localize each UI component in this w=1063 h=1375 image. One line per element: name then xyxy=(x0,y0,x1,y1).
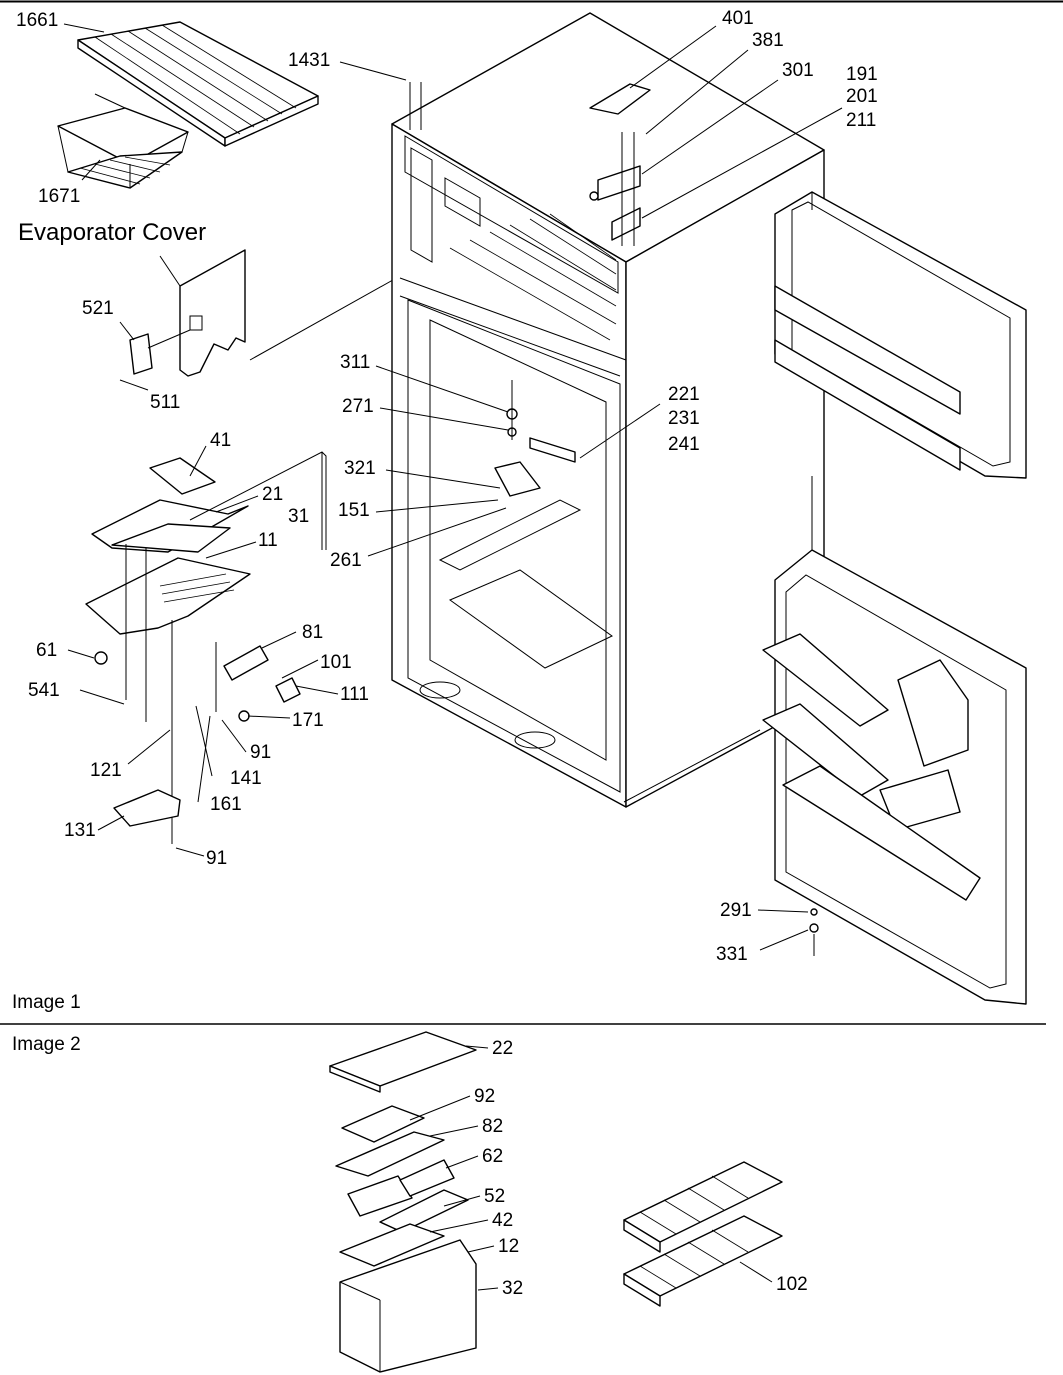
callout-52: 52 xyxy=(484,1186,505,1207)
callout-111: 111 xyxy=(340,684,369,705)
callout-321: 321 xyxy=(344,458,376,479)
callout-101: 101 xyxy=(320,652,352,673)
callout-201: 201 xyxy=(846,86,878,107)
callout-171: 171 xyxy=(292,710,324,731)
callout-191: 191 xyxy=(846,64,878,85)
callout-121: 121 xyxy=(90,760,122,781)
callout-81: 81 xyxy=(302,622,323,643)
callout-141: 141 xyxy=(230,768,262,789)
callout-91-upper: 91 xyxy=(250,742,271,763)
callout-331: 331 xyxy=(716,944,748,965)
callout-92: 92 xyxy=(474,1086,495,1107)
callout-211: 211 xyxy=(846,110,876,131)
evaporator-grille xyxy=(449,213,617,341)
callout-231: 231 xyxy=(668,408,700,429)
callout-221: 221 xyxy=(668,384,700,405)
callout-241: 241 xyxy=(668,434,700,455)
fresh-food-door xyxy=(623,476,1027,1005)
callout-1671: 1671 xyxy=(38,186,80,207)
callout-511: 511 xyxy=(150,392,180,413)
callout-62: 62 xyxy=(482,1146,503,1167)
wire-shelf xyxy=(77,21,319,147)
ice-cube-trays xyxy=(623,1161,783,1307)
evaporator-cover xyxy=(159,249,401,377)
control-housing-assembly xyxy=(85,451,327,844)
door-stop-pin xyxy=(809,908,819,956)
callout-261: 261 xyxy=(330,550,362,571)
refrigerator-cabinet xyxy=(391,12,825,808)
image-1-label: Image 1 xyxy=(12,992,81,1013)
callout-12: 12 xyxy=(498,1236,519,1257)
callout-541: 541 xyxy=(28,680,60,701)
callout-91-lower: 91 xyxy=(206,848,227,869)
freezer-door xyxy=(774,191,1027,479)
callout-151: 151 xyxy=(338,500,370,521)
callout-61: 61 xyxy=(36,640,57,661)
callout-31: 31 xyxy=(288,506,309,527)
callout-381: 381 xyxy=(752,30,784,51)
callout-102: 102 xyxy=(776,1274,808,1295)
callout-32: 32 xyxy=(502,1278,523,1299)
evaporator-cover-heading: Evaporator Cover xyxy=(18,219,206,246)
ice-bin-assembly xyxy=(329,1031,477,1373)
image-2-label: Image 2 xyxy=(12,1034,81,1055)
callout-401: 401 xyxy=(722,8,754,29)
callout-82: 82 xyxy=(482,1116,503,1137)
leader-lines xyxy=(63,23,843,1291)
callout-271: 271 xyxy=(342,396,374,417)
center-hinge-assembly xyxy=(494,380,576,497)
callout-22: 22 xyxy=(492,1038,513,1059)
wire-basket xyxy=(57,93,189,189)
callout-291: 291 xyxy=(720,900,752,921)
callout-42: 42 xyxy=(492,1210,513,1231)
callout-311: 311 xyxy=(340,352,370,373)
callout-131: 131 xyxy=(64,820,96,841)
callout-11: 11 xyxy=(258,530,278,551)
callout-21: 21 xyxy=(262,484,283,505)
callout-1661: 1661 xyxy=(16,10,58,31)
callout-161: 161 xyxy=(210,794,242,815)
top-hinge-assembly xyxy=(409,82,651,246)
callout-521: 521 xyxy=(82,298,114,319)
callout-301: 301 xyxy=(782,60,814,81)
thermostat-control xyxy=(119,321,191,391)
callout-41: 41 xyxy=(210,430,231,451)
callout-1431: 1431 xyxy=(288,50,330,71)
